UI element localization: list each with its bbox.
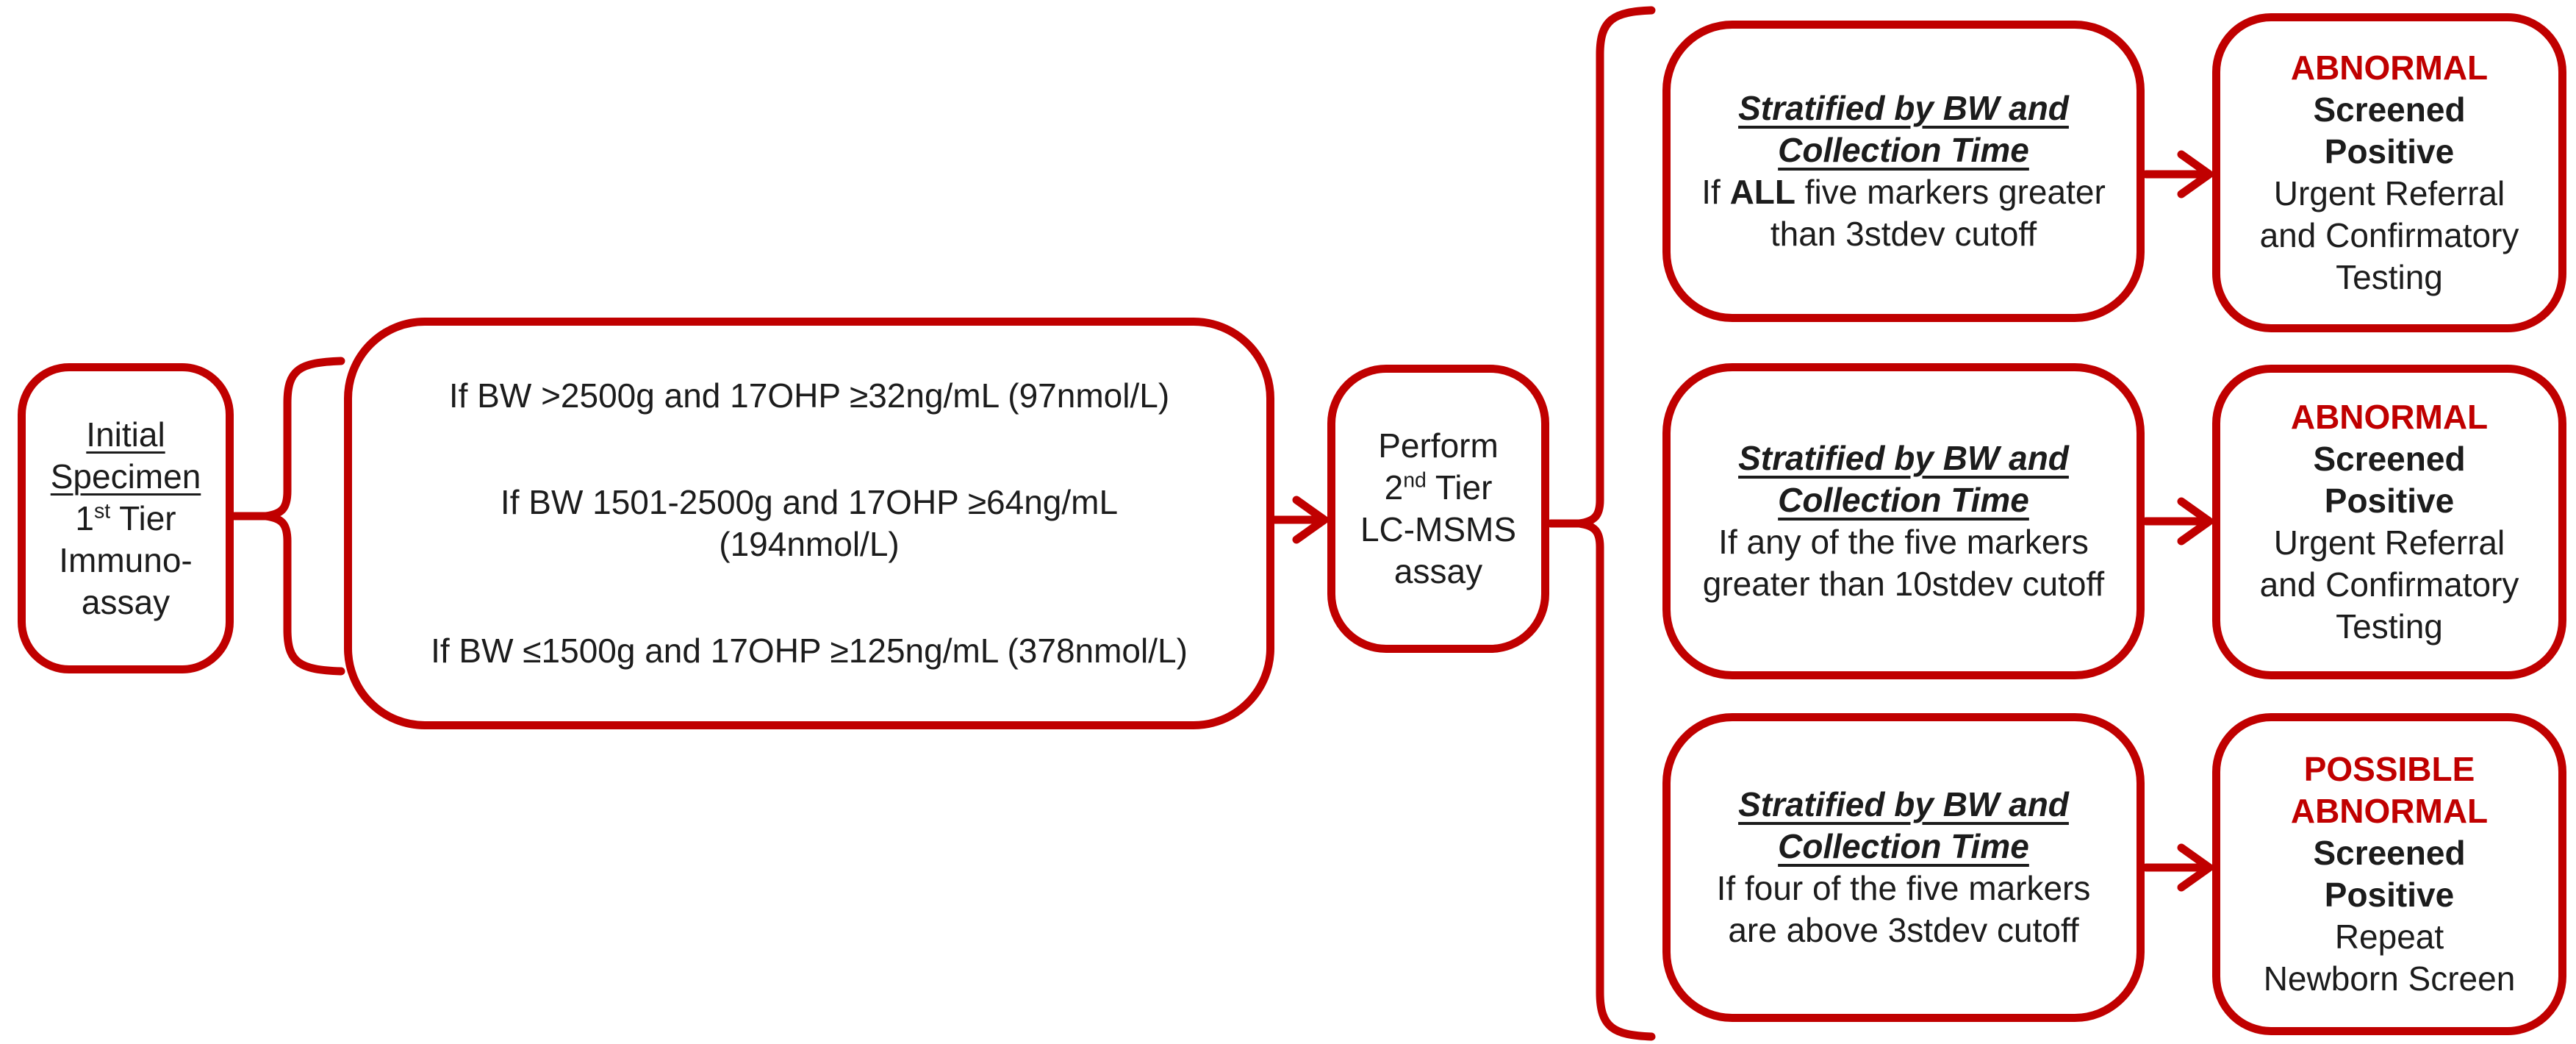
branch3-condition-box: Stratified by BW and Collection Time If … (1662, 713, 2145, 1022)
ordinal-superscript: st (93, 499, 111, 523)
perform-line: Perform (1378, 426, 1499, 465)
criteria-rule-3: If BW ≤1500g and 17OHP ≥125ng/mL (378nmo… (431, 632, 1188, 670)
criteria-rule-2: If BW 1501-2500g and 17OHP ≥64ng/mL (500, 483, 1119, 521)
lcmsms-line: LC-MSMS (1360, 510, 1517, 548)
screened-positive-text: Screened (2313, 834, 2466, 872)
branch1-condition-text: If ALL five markers greater (1701, 173, 2106, 211)
arrow-to-second-tier-icon (1264, 496, 1329, 544)
arrow-branch2-to-outcome2-icon (2142, 497, 2214, 546)
left-brace (230, 357, 345, 676)
criteria-rule-1: If BW >2500g and 17OHP ≥32ng/mL (97nmol/… (448, 376, 1170, 415)
second-tier-line: 2nd Tier (1384, 468, 1493, 507)
screened-positive-text: Positive (2324, 482, 2455, 520)
stratified-heading: Stratified by BW and (1738, 89, 2069, 127)
right-brace (1546, 6, 1656, 1041)
stratified-heading: Stratified by BW and (1738, 439, 2069, 477)
criteria-rule-2-continued: (194nmol/L) (719, 525, 900, 563)
second-tier-assay-box: Perform 2nd Tier LC-MSMS assay (1327, 365, 1549, 653)
screened-positive-text: Screened (2313, 90, 2466, 129)
abnormal-status-text: ABNORMAL (2290, 49, 2489, 87)
outcome1-action-text: Testing (2336, 258, 2443, 296)
outcome2-action-text: Urgent Referral (2273, 523, 2505, 562)
possible-abnormal-status-text: POSSIBLE (2303, 750, 2475, 788)
outcome3-action-text: Repeat (2334, 918, 2444, 956)
outcome1-box: ABNORMAL Screened Positive Urgent Referr… (2212, 13, 2566, 332)
outcome3-box: POSSIBLE ABNORMAL Screened Positive Repe… (2212, 713, 2566, 1035)
arrow-branch1-to-outcome1-icon (2142, 150, 2214, 199)
initial-title-line: Initial (86, 415, 165, 454)
screened-positive-text: Positive (2324, 132, 2455, 171)
outcome2-action-text: and Confirmatory (2259, 565, 2519, 604)
initial-specimen-box: Initial Specimen 1st Tier Immuno- assay (18, 363, 234, 673)
stratified-heading: Collection Time (1778, 131, 2029, 169)
cutoff-criteria-box: If BW >2500g and 17OHP ≥32ng/mL (97nmol/… (344, 318, 1274, 729)
first-tier-line: 1st Tier (75, 498, 176, 537)
abnormal-status-text: ABNORMAL (2290, 398, 2489, 436)
outcome2-action-text: Testing (2336, 607, 2443, 646)
assay-line: assay (1393, 552, 1483, 590)
immunoassay-line: assay (81, 582, 171, 621)
outcome1-action-text: and Confirmatory (2259, 216, 2519, 254)
stratified-heading: Collection Time (1778, 827, 2029, 865)
possible-abnormal-status-text: ABNORMAL (2290, 792, 2489, 830)
immunoassay-line: Immuno- (59, 540, 193, 579)
arrow-branch3-to-outcome3-icon (2142, 843, 2214, 892)
screened-positive-text: Screened (2313, 440, 2466, 478)
ordinal-superscript: nd (1403, 468, 1427, 493)
branch1-condition-box: Stratified by BW and Collection Time If … (1662, 21, 2145, 322)
outcome3-action-text: Newborn Screen (2263, 959, 2516, 998)
outcome1-action-text: Urgent Referral (2273, 174, 2505, 212)
screened-positive-text: Positive (2324, 876, 2455, 914)
branch3-condition-text: are above 3stdev cutoff (1728, 911, 2079, 949)
branch3-condition-text: If four of the five markers (1716, 869, 2091, 907)
all-emphasis: ALL (1729, 173, 1795, 211)
outcome2-box: ABNORMAL Screened Positive Urgent Referr… (2212, 365, 2566, 679)
branch2-condition-box: Stratified by BW and Collection Time If … (1662, 363, 2145, 679)
branch1-condition-text: than 3stdev cutoff (1770, 215, 2037, 253)
branch2-condition-text: greater than 10stdev cutoff (1702, 565, 2105, 603)
stratified-heading: Stratified by BW and (1738, 785, 2069, 823)
initial-title-line: Specimen (50, 457, 201, 496)
stratified-heading: Collection Time (1778, 481, 2029, 519)
branch2-condition-text: If any of the five markers (1718, 523, 2089, 561)
